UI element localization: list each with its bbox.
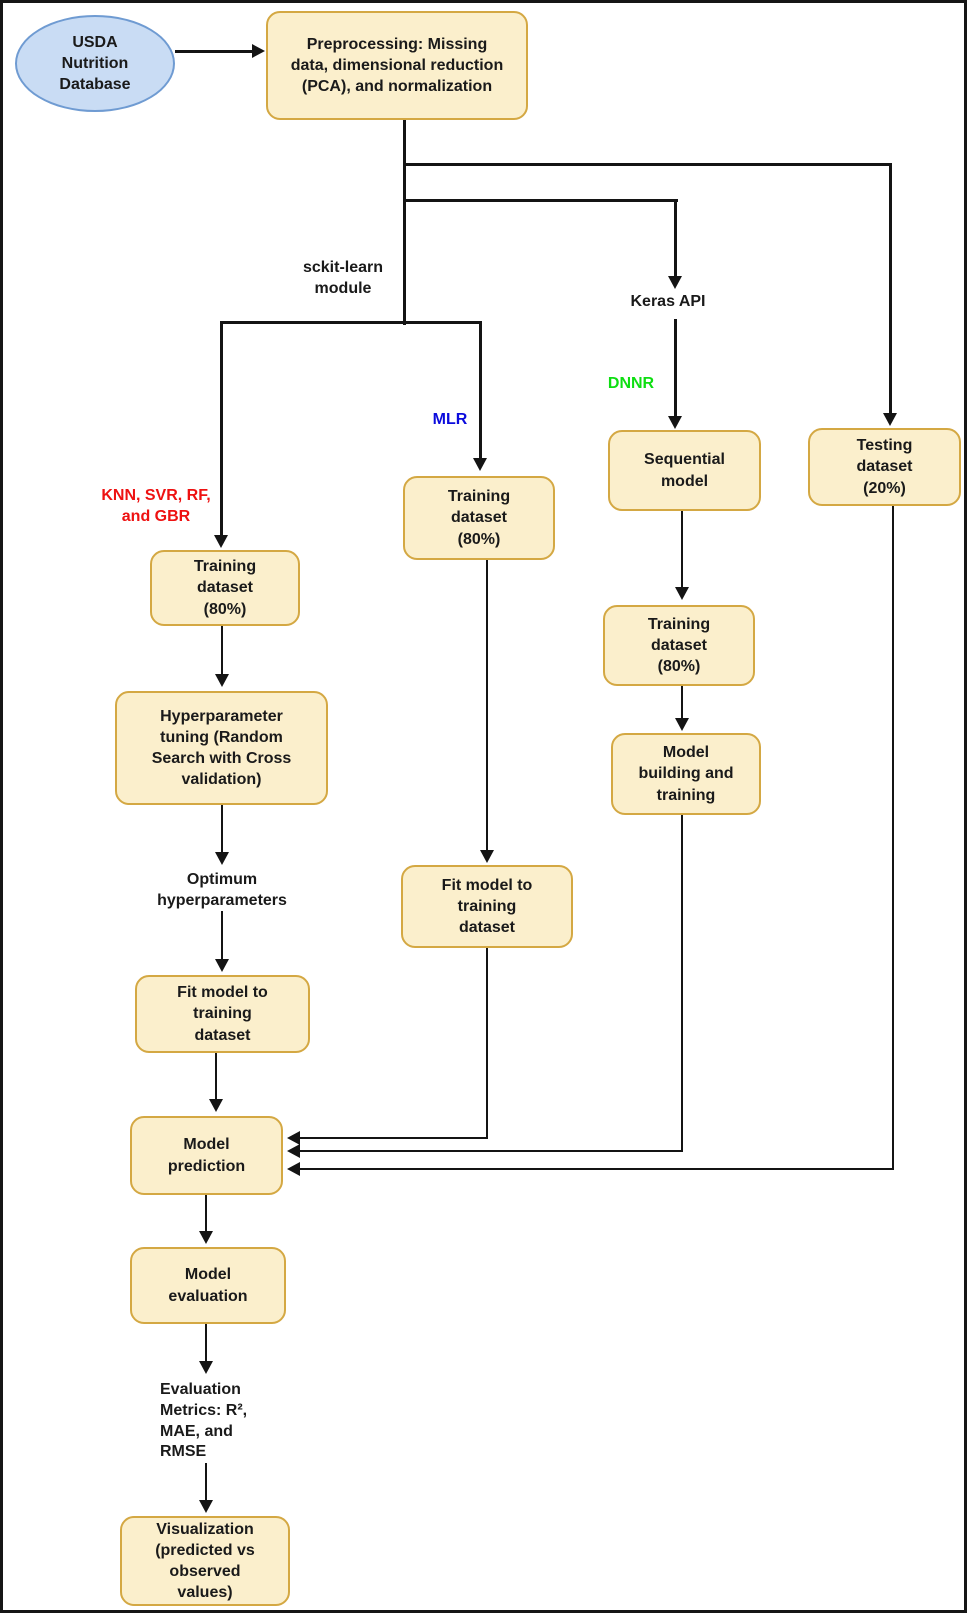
node-fit-model-sklearn: Fit model to training dataset (135, 975, 310, 1053)
arrowhead-down-icon (215, 674, 229, 687)
arrowhead-down-icon (214, 535, 228, 548)
node-model-evaluation: Model evaluation (130, 1247, 286, 1324)
edge-fit-mlr-vertical (486, 948, 488, 1139)
edge-testing-to-prediction (291, 1168, 894, 1170)
node-hyperparameter-tuning: Hyperparameter tuning (Random Search wit… (115, 691, 328, 805)
edge-fit-model-to-prediction (215, 1053, 217, 1100)
edge-optimum-to-fit-model (221, 911, 223, 961)
node-preprocessing: Preprocessing: Missing data, dimensional… (266, 11, 528, 120)
edge-evaluation-to-metrics (205, 1324, 207, 1363)
label-evaluation-metrics: Evaluation Metrics: R², MAE, and RMSE (160, 1381, 248, 1461)
arrowhead-left-icon (287, 1162, 300, 1176)
edge-building-vertical (681, 815, 683, 1152)
node-model-prediction: Model prediction (130, 1116, 283, 1195)
edge-fit-mlr-to-prediction (291, 1137, 488, 1139)
label-optimum-hyperparameters: Optimum hyperparameters (157, 871, 287, 909)
arrowhead-down-icon (199, 1231, 213, 1244)
edge-branch-keras-horizontal (403, 199, 678, 202)
arrowhead-down-icon (209, 1099, 223, 1112)
label-sklearn-models: KNN, SVR, RF, and GBR (101, 487, 211, 525)
edge-keras-to-sequential (674, 319, 677, 417)
edge-building-to-prediction (291, 1150, 683, 1152)
arrowhead-down-icon (668, 276, 682, 289)
label-sklearn-module: sckit-learn module (302, 259, 384, 297)
edge-sequential-to-training-dnnr (681, 511, 683, 589)
arrowhead-down-icon (675, 587, 689, 600)
node-testing-dataset: Testing dataset (20%) (808, 428, 961, 506)
edge-branch-sklearn-horizontal (220, 321, 482, 324)
node-visualization: Visualization (predicted vs observed val… (120, 1516, 290, 1606)
arrowhead-down-icon (199, 1361, 213, 1374)
edge-testing-vertical (892, 506, 894, 1170)
edge-sklearn-to-training-mlr (479, 321, 482, 459)
arrowhead-down-icon (473, 458, 487, 471)
arrowhead-right-icon (252, 44, 265, 58)
label-keras-api: Keras API (630, 293, 706, 310)
label-dnnr: DNNR (607, 375, 655, 392)
edge-training-to-hyperparameter (221, 626, 223, 677)
edge-branch-testing-horizontal (403, 163, 892, 166)
edge-prediction-to-evaluation (205, 1195, 207, 1233)
edge-branch-testing-vertical (889, 163, 892, 414)
arrowhead-down-icon (215, 852, 229, 865)
node-training-dataset-dnnr: Training dataset (80%) (603, 605, 755, 686)
arrowhead-down-icon (675, 718, 689, 731)
node-training-dataset-sklearn: Training dataset (80%) (150, 550, 300, 626)
edge-training-dnnr-to-building (681, 686, 683, 720)
label-mlr: MLR (432, 411, 468, 428)
node-training-dataset-mlr: Training dataset (80%) (403, 476, 555, 560)
arrowhead-down-icon (480, 850, 494, 863)
arrowhead-down-icon (883, 413, 897, 426)
arrowhead-left-icon (287, 1131, 300, 1145)
node-model-building-training: Model building and training (611, 733, 761, 815)
node-sequential-model: Sequential model (608, 430, 761, 511)
edge-database-to-preprocessing (175, 50, 259, 53)
edge-metrics-to-visualization (205, 1463, 207, 1502)
arrowhead-left-icon (287, 1144, 300, 1158)
node-usda-nutrition-database: USDA Nutrition Database (15, 15, 175, 112)
edge-training-mlr-to-fit-model (486, 560, 488, 853)
arrowhead-down-icon (199, 1500, 213, 1513)
edge-branch-keras-vertical (674, 199, 677, 277)
arrowhead-down-icon (668, 416, 682, 429)
arrowhead-down-icon (215, 959, 229, 972)
edge-sklearn-to-training-knn (220, 321, 223, 536)
edge-hyperparameter-to-optimum (221, 805, 223, 855)
node-fit-model-mlr: Fit model to training dataset (401, 865, 573, 948)
edge-preprocessing-trunk (403, 119, 406, 325)
